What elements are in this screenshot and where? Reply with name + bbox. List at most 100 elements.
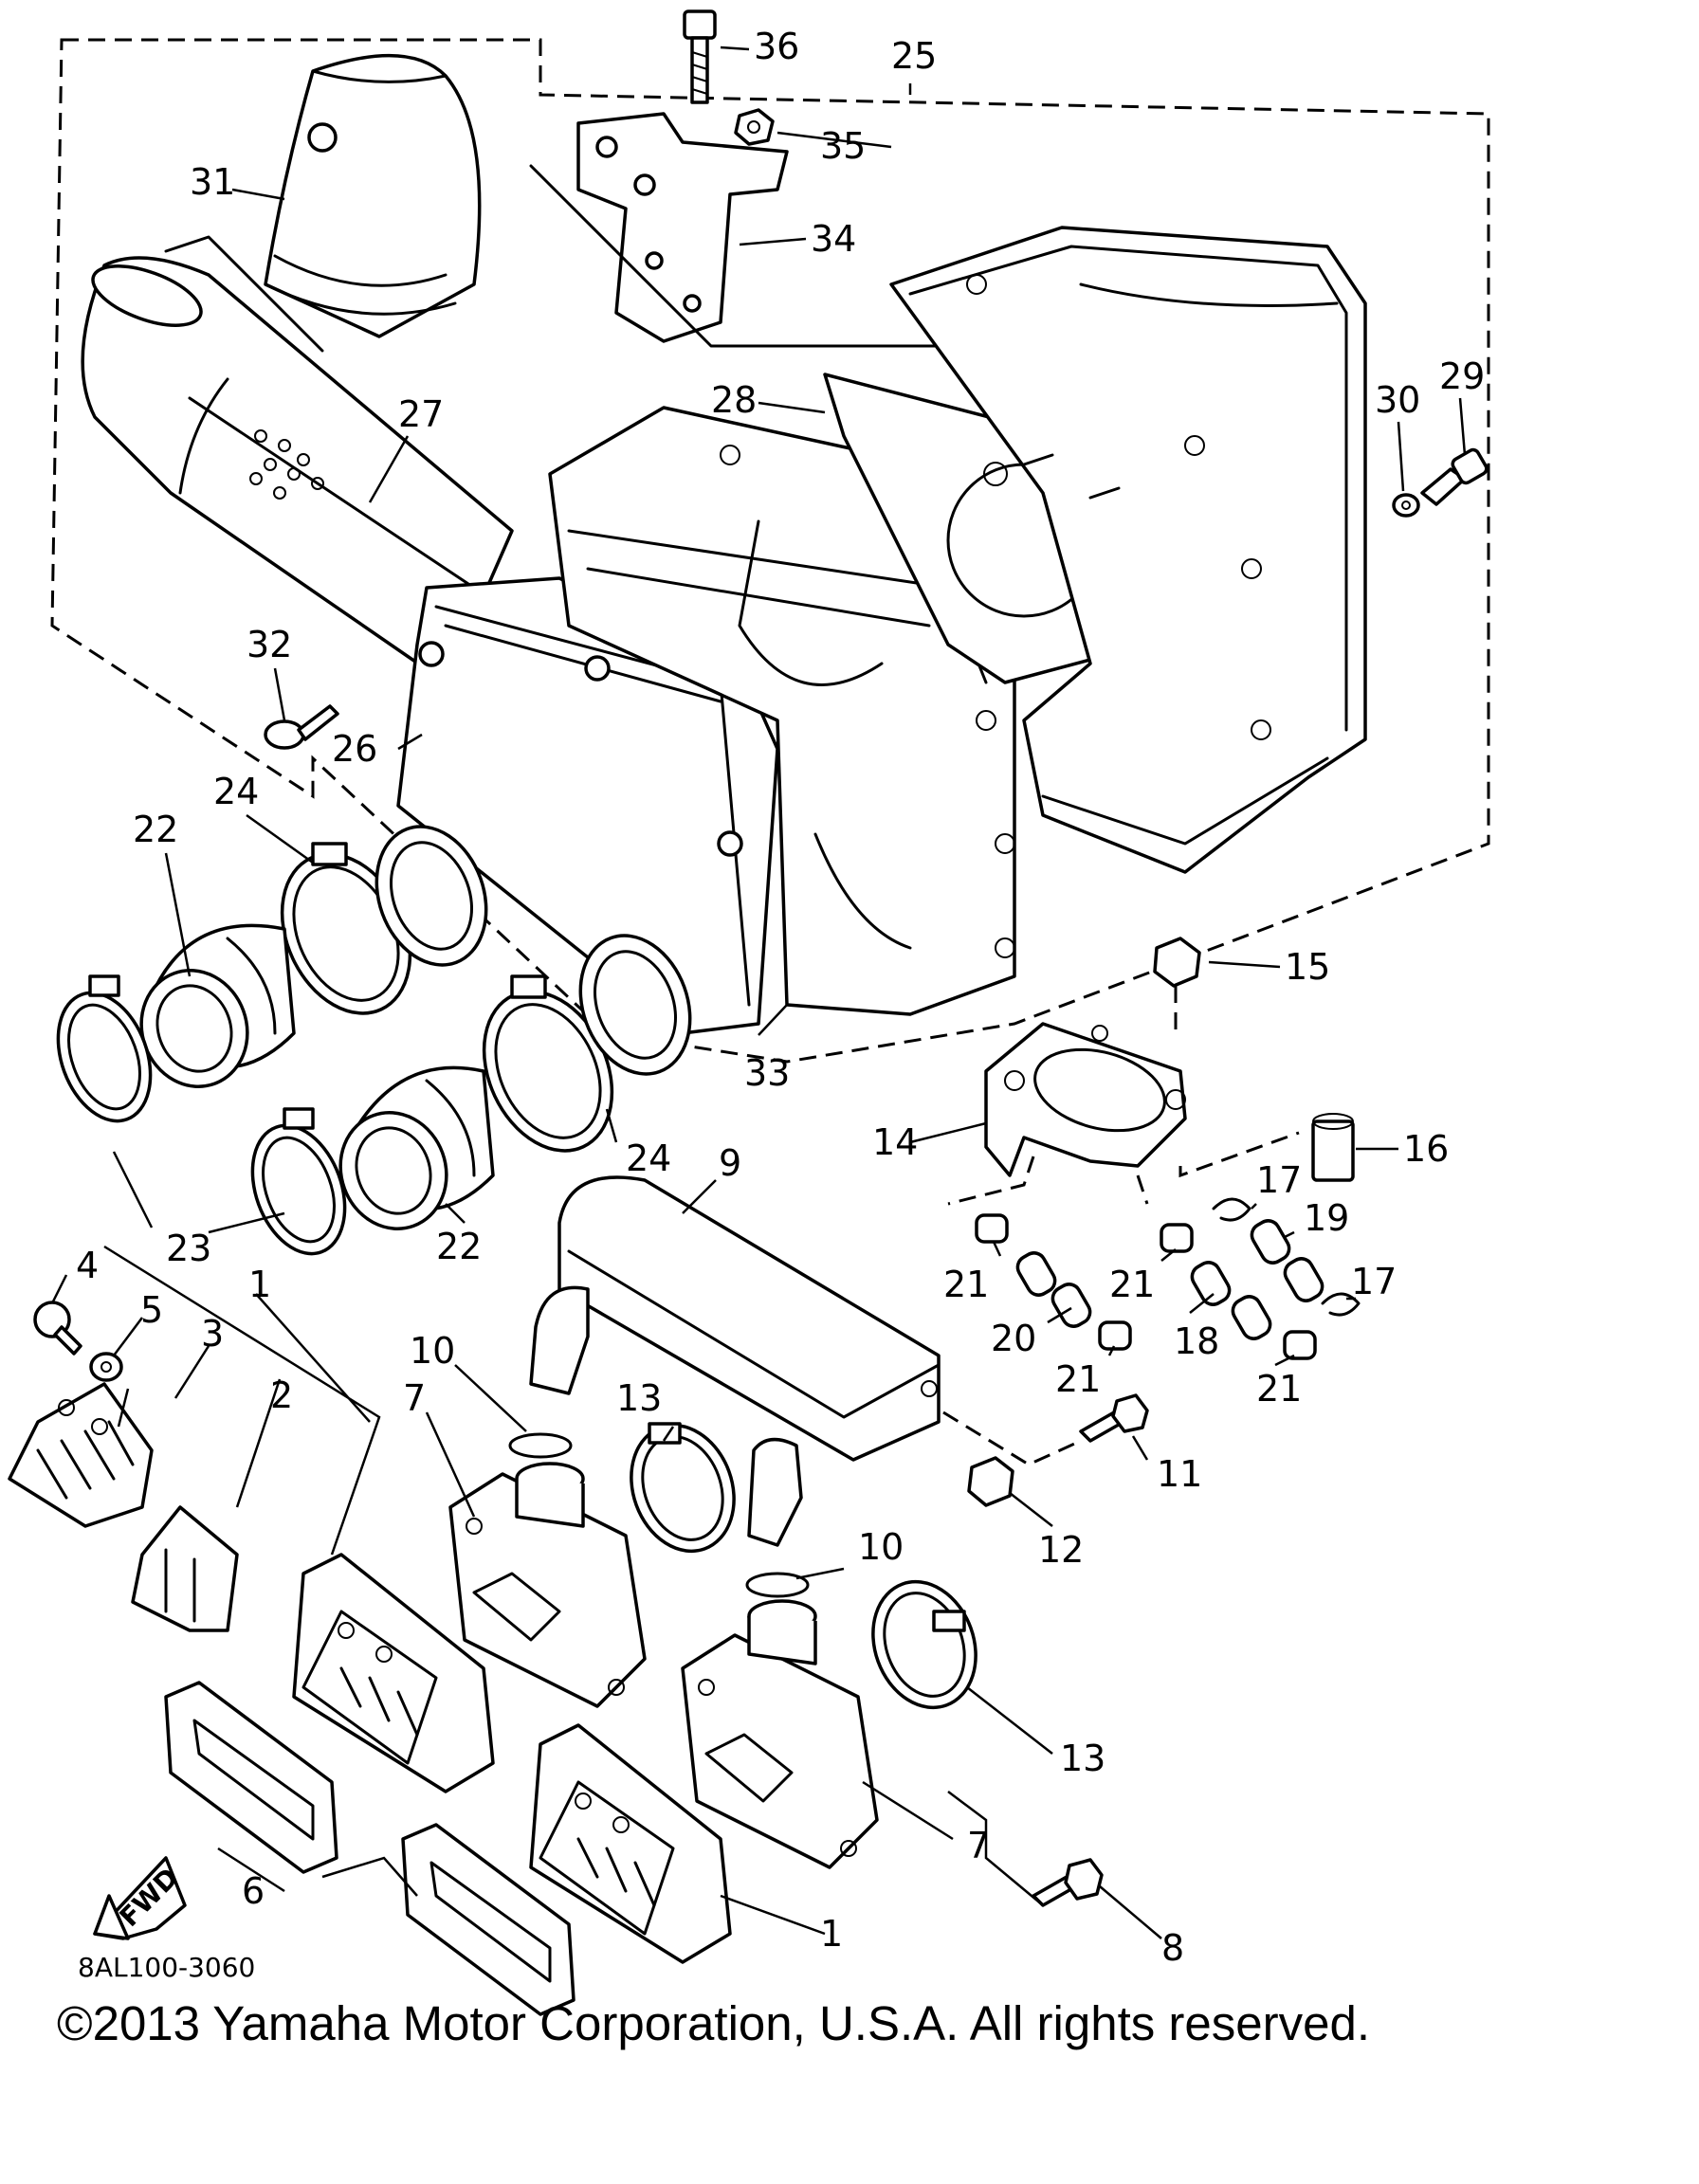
callout-20: 20 xyxy=(991,1318,1036,1359)
reed-valve-1-lower xyxy=(529,1723,732,1964)
bolt-29 xyxy=(1420,447,1489,506)
nut-12 xyxy=(967,1456,1014,1507)
clamp-13-lower xyxy=(871,1579,977,1710)
callout-21-c: 21 xyxy=(1055,1358,1101,1400)
o-ring-10-lower xyxy=(745,1572,810,1598)
duct-vent-holes xyxy=(249,429,324,500)
pump-connection-lines xyxy=(947,986,1300,1206)
callout-3: 3 xyxy=(201,1313,224,1355)
fitting-16 xyxy=(1311,1113,1355,1182)
callout-30: 30 xyxy=(1375,379,1420,421)
callout-21-a: 21 xyxy=(943,1264,989,1305)
copyright-notice: ©2013 Yamaha Motor Corporation, U.S.A. A… xyxy=(57,1996,1371,2050)
airbox-outlet-upper xyxy=(375,825,488,967)
callout-21-d: 21 xyxy=(1256,1368,1302,1410)
bolt-11 xyxy=(1079,1393,1149,1443)
intake-elbow-31 xyxy=(264,53,482,338)
callout-22-lower: 22 xyxy=(436,1226,482,1267)
diagram-code: 8AL100-3060 xyxy=(78,1952,255,1983)
hose-18-lower xyxy=(1231,1295,1272,1340)
callout-23: 23 xyxy=(166,1228,211,1269)
callout-19: 19 xyxy=(1304,1197,1349,1239)
callout-8: 8 xyxy=(1161,1927,1184,1969)
assembly-boundary-25 xyxy=(50,38,1490,1064)
clip-21-b xyxy=(1160,1223,1194,1253)
callout-1-upper: 1 xyxy=(248,1264,271,1305)
callout-32: 32 xyxy=(247,624,292,665)
clamp-13-upper xyxy=(630,1422,736,1554)
clamp-24-lower xyxy=(482,974,614,1153)
callout-10-upper: 10 xyxy=(410,1330,455,1372)
washer-30 xyxy=(1392,493,1420,518)
clip-17-lower xyxy=(1321,1292,1361,1317)
intake-joint-22-lower xyxy=(338,1065,495,1230)
callout-17-upper: 17 xyxy=(1256,1159,1302,1201)
hose-19-lower xyxy=(1283,1257,1324,1302)
callout-18: 18 xyxy=(1174,1320,1219,1362)
clamp-23-right xyxy=(250,1107,347,1256)
callout-15: 15 xyxy=(1285,946,1330,988)
airbox-top-cover xyxy=(889,226,1367,874)
callout-1-lower: 1 xyxy=(820,1913,843,1955)
bolt-32 xyxy=(264,704,339,750)
callout-7-lower: 7 xyxy=(967,1825,990,1866)
cap-15 xyxy=(1153,937,1201,988)
callout-13-upper: 13 xyxy=(616,1377,662,1419)
reed-petal-2 xyxy=(131,1505,239,1632)
leader-lines xyxy=(50,46,1467,1939)
clip-21-d xyxy=(1283,1330,1317,1360)
callout-36: 36 xyxy=(754,26,799,67)
fwd-arrow-icon: FWD xyxy=(93,1856,187,1940)
reed-valve-1-upper xyxy=(292,1553,495,1793)
bolt-4 xyxy=(33,1301,82,1356)
intake-duct-27 xyxy=(81,235,514,684)
silencer-9 xyxy=(529,1175,941,1547)
bolt-36 xyxy=(683,9,717,104)
hose-20 xyxy=(1050,1283,1092,1328)
callout-28: 28 xyxy=(711,379,757,421)
callout-21-b: 21 xyxy=(1109,1264,1155,1305)
fuel-pump-14 xyxy=(984,1022,1187,1177)
reed-stopper-3 xyxy=(8,1382,154,1528)
callout-7-upper: 7 xyxy=(403,1377,426,1419)
adaptor-7-lower xyxy=(681,1599,879,1869)
callout-6: 6 xyxy=(242,1870,265,1912)
callout-17-lower: 17 xyxy=(1351,1261,1397,1302)
gasket-6-lower xyxy=(401,1823,575,2016)
clip-21-c xyxy=(1098,1320,1132,1351)
callout-22-upper: 22 xyxy=(133,809,178,850)
callout-25: 25 xyxy=(891,35,937,77)
callout-16: 16 xyxy=(1403,1128,1449,1170)
callout-31: 31 xyxy=(190,161,235,203)
clamp-23-left xyxy=(56,974,153,1123)
callout-24-upper: 24 xyxy=(213,771,259,812)
callout-33: 33 xyxy=(744,1052,790,1094)
callout-27: 27 xyxy=(398,393,444,435)
airbox-outlet-lower xyxy=(578,934,692,1076)
callout-29: 29 xyxy=(1439,355,1485,397)
callout-14: 14 xyxy=(872,1121,918,1163)
callout-13-lower: 13 xyxy=(1060,1738,1105,1779)
hose-20-upper xyxy=(1015,1251,1057,1297)
clip-17-upper xyxy=(1212,1197,1251,1222)
silencer-mount-line xyxy=(942,1410,1082,1466)
callout-12: 12 xyxy=(1038,1529,1084,1571)
callout-numbers: 36 25 35 34 31 27 28 29 30 32 26 24 22 1… xyxy=(76,26,1485,1969)
gasket-6-upper xyxy=(164,1681,338,1874)
callout-34: 34 xyxy=(811,218,856,260)
callout-2: 2 xyxy=(270,1374,293,1416)
callout-26: 26 xyxy=(332,728,377,770)
callout-35: 35 xyxy=(820,125,866,167)
callout-9: 9 xyxy=(719,1142,741,1184)
o-ring-10-upper xyxy=(508,1432,573,1459)
callout-24-lower: 24 xyxy=(626,1138,671,1179)
callout-10-lower: 10 xyxy=(858,1526,904,1568)
callout-5: 5 xyxy=(140,1289,163,1331)
hose-18 xyxy=(1190,1261,1232,1306)
hose-19 xyxy=(1250,1219,1291,1265)
callout-11: 11 xyxy=(1157,1453,1202,1495)
bolt-8 xyxy=(1032,1858,1104,1907)
clip-21-a xyxy=(975,1213,1009,1244)
nut-35 xyxy=(734,108,775,146)
